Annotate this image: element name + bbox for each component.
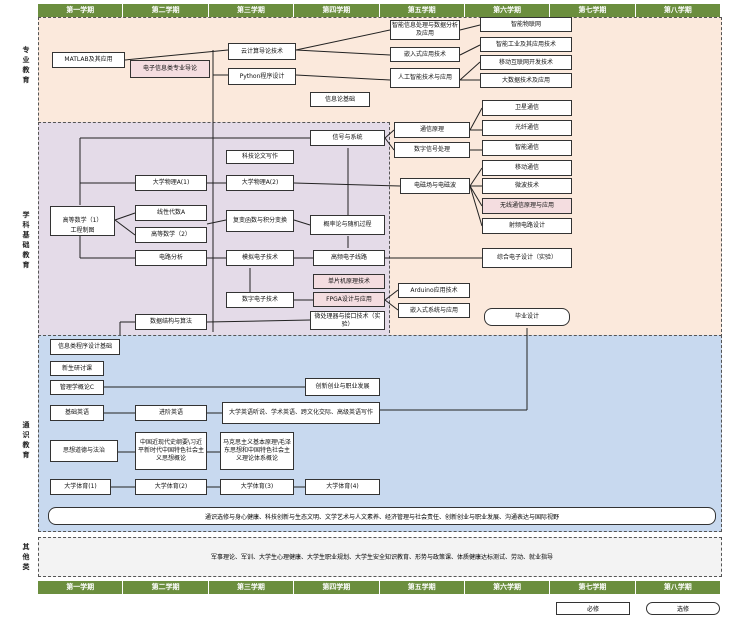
box-wireless: 无线通信原理与应用 xyxy=(482,198,572,214)
box-newstudent: 新生研讨课 xyxy=(50,361,104,376)
label-major: 专业教育 xyxy=(22,46,30,84)
box-cprog: 信息类程序设计基础 xyxy=(50,339,120,355)
box-prob: 概率论与随机过程 xyxy=(310,215,385,235)
box-comm: 通信原理 xyxy=(394,122,470,138)
box-bigdata: 智能信息处理与数据分析及应用 xyxy=(390,20,460,40)
box-ctrl: 工程制图 xyxy=(50,226,115,236)
legend-elective: 选修 xyxy=(646,602,720,615)
box-analog: 模拟电子技术 xyxy=(226,250,294,266)
semester-5-bottom: 第五学期 xyxy=(380,581,465,594)
box-datastruct: 数据结构与算法 xyxy=(135,314,207,330)
label-general: 通识教育 xyxy=(22,421,30,459)
box-innov: 创新创业与职业发展 xyxy=(305,378,380,396)
semester-3-bottom: 第三学期 xyxy=(209,581,295,594)
box-microproc: 微处理器与接口技术（实验） xyxy=(310,311,385,330)
box-digital: 数字电子技术 xyxy=(226,292,294,308)
box-bigapp: 大数据技术及应用 xyxy=(480,73,572,88)
semester-header-bottom: 第一学期 第二学期 第三学期 第四学期 第五学期 第六学期 第七学期 第八学期 xyxy=(38,581,720,594)
box-iot: 智能物联网 xyxy=(480,17,572,32)
box-fpga: FPGA设计与应用 xyxy=(313,292,385,307)
box-microwave: 微波技术 xyxy=(482,178,572,194)
box-embedded: 嵌入式应用技术 xyxy=(390,47,460,62)
box-mobile: 移动互联网开发技术 xyxy=(480,55,572,70)
box-mgmt: 管理学概论C xyxy=(50,380,104,395)
box-cloud: 云计算导论技术 xyxy=(228,43,296,60)
box-history: 中国近现代史纲要\习近平新时代中国特色社会主义思想概论 xyxy=(135,432,207,470)
legend-required: 必修 xyxy=(556,602,630,615)
box-smartcomm: 智能通信 xyxy=(482,140,572,156)
label-other: 其他类 xyxy=(22,543,30,571)
semester-6: 第六学期 xyxy=(465,4,551,17)
box-arduino: Arduino应用技术 xyxy=(398,283,470,298)
box-satcomm: 卫星通信 xyxy=(482,100,572,116)
semester-2-bottom: 第二学期 xyxy=(123,581,209,594)
box-mcu: 单片机原理技术 xyxy=(313,274,385,289)
semester-1: 第一学期 xyxy=(38,4,124,17)
box-radar: 射频电路设计 xyxy=(482,218,572,234)
box-pe1: 大学体育(1) xyxy=(50,479,111,495)
semester-1-bottom: 第一学期 xyxy=(38,581,124,594)
semester-3: 第三学期 xyxy=(209,4,295,17)
box-general-electives: 通识选修与身心健康、科技创新与生态文明、文学艺术与人文素养、经济管理与社会责任、… xyxy=(48,507,716,525)
box-science: 科技论文写作 xyxy=(226,150,294,164)
box-graduate: 毕业设计 xyxy=(484,308,570,326)
box-robot: 嵌入式系统与应用 xyxy=(398,303,470,318)
semester-7: 第七学期 xyxy=(550,4,636,17)
box-em: 电磁场与电磁波 xyxy=(400,178,470,194)
label-discipline: 学科基础教育 xyxy=(22,211,30,269)
box-pe2: 大学体育(2) xyxy=(135,479,207,495)
box-math1-line1: 高等数学（1） xyxy=(62,217,103,224)
box-comprehensive: 综合电子设计（实验） xyxy=(482,248,572,268)
box-other: 军事理论、军训、大学生心理健康、大学生职业规划、大学生安全知识教育、形势与政策课… xyxy=(210,553,553,561)
box-ideology: 思想道德与法治 xyxy=(50,440,118,462)
box-signal: 信号与系统 xyxy=(310,130,385,146)
semester-8-bottom: 第八学期 xyxy=(663,583,692,591)
semester-4: 第四学期 xyxy=(294,4,380,17)
box-linalg: 线性代数A xyxy=(135,205,207,221)
box-physics2: 大学物理A(2) xyxy=(226,175,294,191)
box-ai: 人工智能技术与应用 xyxy=(390,68,460,88)
box-circuit: 电路分析 xyxy=(135,250,207,266)
box-marx: 马克思主义基本原理\毛泽东思想和中国特色社会主义理论体系概论 xyxy=(220,432,294,470)
box-python: Python程序设计 xyxy=(228,68,296,85)
semester-header-top: 第一学期 第二学期 第三学期 第四学期 第五学期 第六学期 第七学期 第八学期 xyxy=(38,4,720,17)
box-dsp: 数字信号处理 xyxy=(394,142,470,158)
box-optcomm: 光纤通信 xyxy=(482,120,572,136)
box-indust: 智能工业及其应用技术 xyxy=(480,37,572,52)
semester-8: 第八学期 xyxy=(663,6,692,14)
semester-5: 第五学期 xyxy=(380,4,465,17)
box-pe3: 大学体育(3) xyxy=(220,479,294,495)
box-hfreq: 高频电子线路 xyxy=(313,250,385,266)
box-mobcomm: 移动通信 xyxy=(482,160,572,176)
box-matlab: MATLAB及其应用 xyxy=(52,52,125,68)
region-other xyxy=(38,537,722,577)
box-intro: 电子信息类专业导论 xyxy=(130,60,210,78)
box-english2: 进阶英语 xyxy=(135,405,207,421)
box-english1: 基础英语 xyxy=(50,405,104,421)
semester-6-bottom: 第六学期 xyxy=(465,581,551,594)
semester-2: 第二学期 xyxy=(123,4,209,17)
box-math2: 高等数学（2） xyxy=(135,227,207,243)
box-pe4: 大学体育(4) xyxy=(305,479,380,495)
box-english3: 大学英语听说、学术英语、跨文化交际、高级英语写作 xyxy=(222,402,380,424)
box-complex: 复变函数与积分变换 xyxy=(226,210,294,232)
semester-4-bottom: 第四学期 xyxy=(294,581,380,594)
box-infonet: 信息论基础 xyxy=(310,92,370,107)
box-physics1: 大学物理A(1) xyxy=(135,175,207,191)
semester-7-bottom: 第七学期 xyxy=(550,581,636,594)
